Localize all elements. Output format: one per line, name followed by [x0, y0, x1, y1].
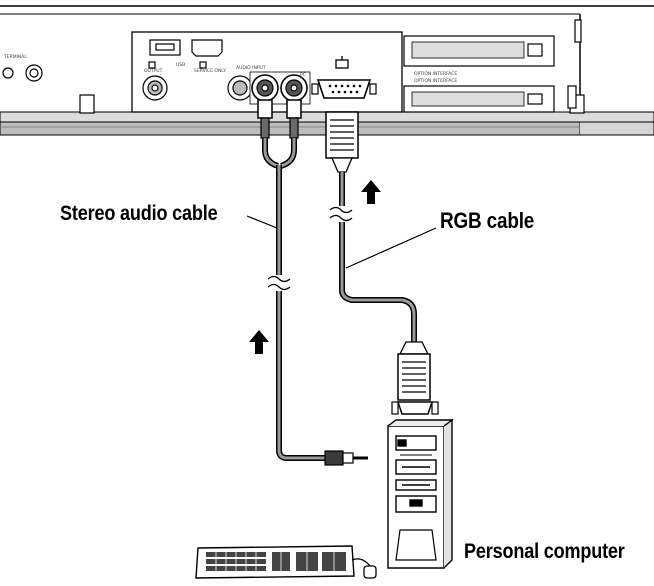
service-text: SERVICE ONLY	[194, 68, 226, 74]
personal-computer-tower	[387, 418, 455, 569]
audio-input-text: AUDIO INPUT	[236, 65, 266, 71]
cable-break-icon	[267, 275, 291, 291]
cable-break-icon	[329, 206, 353, 222]
pc-port-text: PC	[300, 72, 306, 78]
rgb-cable-label: RGB cable	[440, 208, 535, 233]
stereo-audio-cable	[257, 99, 368, 466]
panel-markings: TERMINAL USB OUTPUT SERVICE ONLY AUDIO I…	[3, 54, 457, 84]
option-slot-lower-text: OPTION INTERFACE	[414, 78, 457, 84]
stereo-audio-cable-label: Stereo audio cable	[60, 202, 218, 225]
mouse	[351, 558, 377, 579]
keyboard	[195, 545, 355, 579]
option-slot-upper-text: OPTION INTERFACE	[414, 71, 457, 77]
rgb-port-icon	[335, 56, 349, 69]
up-arrow-icon	[361, 180, 381, 204]
left-terminal-text: TERMINAL	[3, 54, 27, 60]
usb-port-text: USB	[176, 62, 185, 68]
rgb-cable	[325, 111, 439, 415]
rgb-leader-line	[345, 227, 437, 269]
up-arrow-icon	[249, 330, 269, 354]
output-text: OUTPUT	[144, 68, 163, 74]
personal-computer-label: Personal computer	[464, 540, 625, 563]
audio-leader-line	[246, 215, 278, 229]
